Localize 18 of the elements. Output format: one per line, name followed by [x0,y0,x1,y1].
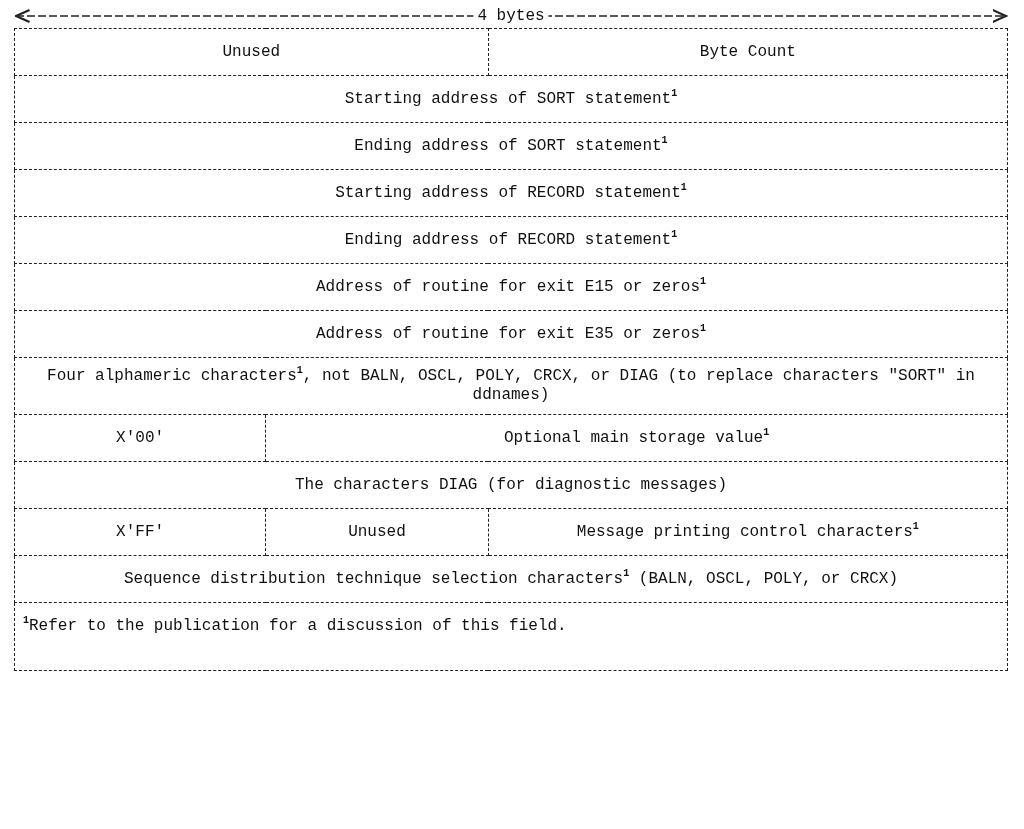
table-cell: Sequence distribution technique selection characters$^{1}$ (BALN, OSCL, POLY, or CRCX) [14,555,1008,603]
table-cell: Unused [265,508,489,556]
table-cell: Four alphameric characters$^{1}$, not BALN, OSCL, POLY, CRCX, or DIAG (to replace characters "SORT" in ddnames) [14,357,1008,415]
table-cell: Starting address of RECORD statement$^{1}$ [14,169,1008,217]
table-cell: Starting address of SORT statement$^{1}$ [14,75,1008,123]
table-cell: Optional main storage value$^{1}$ [265,414,1008,462]
table-cell: X'00' [14,414,266,462]
table-cell: Ending address of SORT statement$^{1}$ [14,122,1008,170]
dimension-label: 4 bytes [473,7,549,25]
table-cell: Address of routine for exit E15 or zeros$^{1}$ [14,263,1008,311]
table-cell: The characters DIAG (for diagnostic messages) [14,461,1008,509]
table-cell: Unused [14,28,489,76]
table-cell: Address of routine for exit E35 or zeros$^{1}$ [14,310,1008,358]
table-cell: X'FF' [14,508,266,556]
table-cell: Ending address of RECORD statement$^{1}$ [14,216,1008,264]
table-cell: Message printing control characters$^{1}$ [488,508,1008,556]
footnote: $^{1}$Refer to the publication for a discussion of this field. [14,602,1008,671]
table-cell: Byte Count [488,28,1008,76]
